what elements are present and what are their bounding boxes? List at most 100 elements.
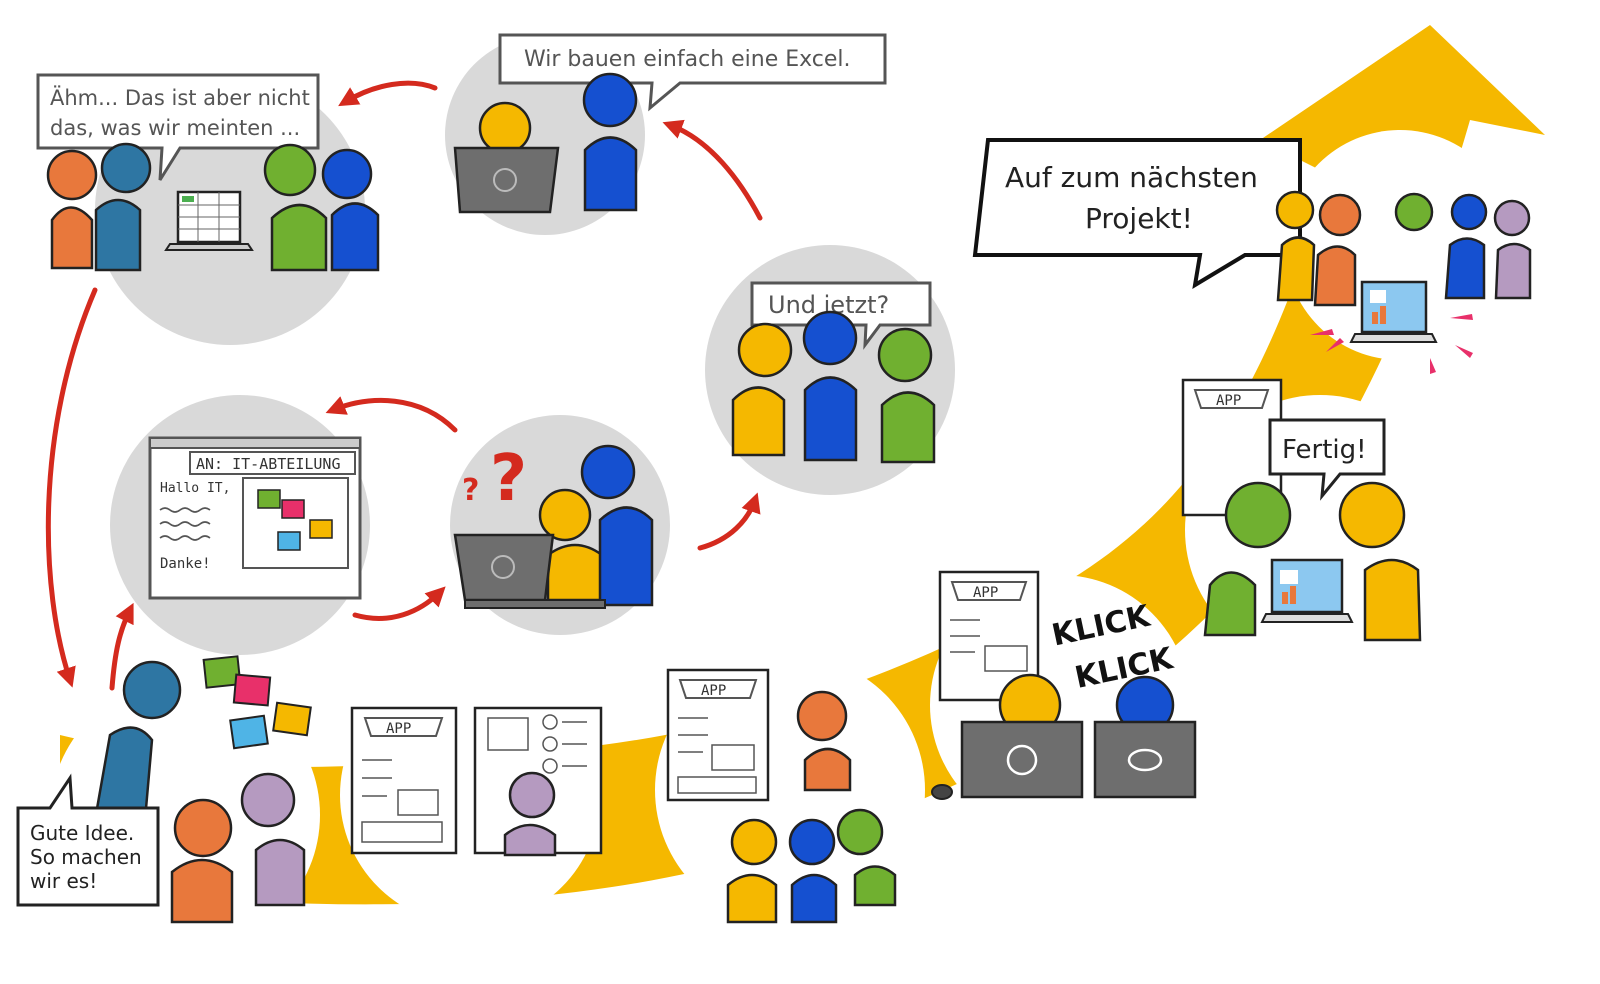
question-mark-large: ? xyxy=(490,442,527,516)
person-blue-body xyxy=(1444,237,1486,300)
person-yellow-head xyxy=(1338,481,1406,549)
speech-bubble-excel xyxy=(498,33,887,112)
speech-text-fertig: Fertig! xyxy=(1282,435,1367,465)
laptop-screen-dashboard xyxy=(1360,280,1428,334)
person-purple-head xyxy=(508,771,556,819)
person-purple-head xyxy=(240,772,296,828)
scene-laptop-question: ? ? xyxy=(453,442,654,609)
person-green-body xyxy=(270,203,328,272)
person-purple-head xyxy=(1493,199,1531,237)
speech-bubble-gute-idee xyxy=(16,773,160,907)
laptop-gray-left xyxy=(960,720,1084,799)
person-blue-head xyxy=(1450,193,1488,231)
flow-arrow-email-to-laptop xyxy=(352,586,446,621)
scene-celebration: Auf zum nächsten Projekt! xyxy=(972,138,1532,374)
speech-bubble-fertig xyxy=(1268,418,1386,501)
person-teal-head xyxy=(122,660,182,720)
speech-text-hm-line2: das, was wir meinten ... xyxy=(50,116,300,140)
computer-mouse xyxy=(931,784,953,800)
laptop-base xyxy=(1349,333,1438,343)
flow-arrow-confused-to-excel xyxy=(662,119,763,221)
person-yellow-head xyxy=(737,322,793,378)
person-blue-head xyxy=(582,72,638,128)
speech-text-hm-line1: Ähm... Das ist aber nicht xyxy=(50,85,310,110)
scene-confused: Und jetzt? xyxy=(731,281,936,464)
speech-text-gute-idee-line3: wir es! xyxy=(30,869,97,893)
person-green-head xyxy=(1394,192,1434,232)
person-blue-head xyxy=(321,148,373,200)
person-teal-head xyxy=(100,142,152,194)
laptop-gray xyxy=(453,146,560,214)
speech-text-excel: Wir bauen einfach eine Excel. xyxy=(524,47,851,72)
scene-excel-review: Ähm... Das ist aber nicht das, was wir m… xyxy=(36,73,380,272)
person-yellow-head xyxy=(478,101,532,155)
app-board-label: APP xyxy=(701,683,726,699)
laptop-gray-right xyxy=(1093,720,1197,799)
sticky-note-green xyxy=(202,655,242,689)
person-teal-body xyxy=(94,198,142,272)
person-purple-body xyxy=(1494,242,1532,300)
person-yellow-head xyxy=(538,488,592,542)
app-board-label: APP xyxy=(973,585,998,601)
speech-text-gute-idee-line1: Gute Idee. xyxy=(30,821,134,845)
laptop-gray xyxy=(453,533,555,602)
person-green-head xyxy=(836,808,884,856)
email-closing: Danke! xyxy=(160,556,211,572)
person-blue-body xyxy=(583,136,638,212)
person-green-body xyxy=(1203,571,1257,637)
person-purple-body xyxy=(503,823,557,857)
sticky-note-yellow xyxy=(272,701,312,737)
speech-text-naechstes-line1: Auf zum nächsten xyxy=(1005,161,1258,194)
person-blue-body xyxy=(803,376,858,462)
flow-arrow-laptop-to-email xyxy=(325,396,458,433)
sticky-note-blue xyxy=(229,714,269,750)
flow-arrow-down-left xyxy=(45,287,98,688)
sticky-note-pink xyxy=(232,673,272,707)
speech-bubble-hm xyxy=(36,73,320,181)
person-blue-body xyxy=(598,506,654,607)
person-blue-body xyxy=(790,873,838,924)
speech-text-gute-idee-line2: So machen xyxy=(30,845,142,869)
person-orange-body xyxy=(170,858,234,924)
person-orange-head xyxy=(1318,193,1362,237)
person-yellow-head xyxy=(730,818,778,866)
laptop-base xyxy=(164,243,254,251)
flow-arrow-excel-to-review xyxy=(338,80,438,107)
person-yellow-body xyxy=(1276,236,1316,302)
person-green-head xyxy=(877,327,933,383)
person-green-head xyxy=(1224,481,1292,549)
person-orange-head xyxy=(796,690,848,742)
celebration-sparks xyxy=(1310,314,1473,374)
scene-done: APP Fertig! xyxy=(1181,378,1422,642)
scene-app-concept: APP xyxy=(666,668,897,924)
person-orange-body xyxy=(803,747,852,792)
person-yellow-body xyxy=(546,543,604,602)
flow-arrow-kickoff-to-email xyxy=(109,602,134,691)
person-blue-body xyxy=(330,202,380,272)
email-greeting: Hallo IT, xyxy=(160,481,230,496)
person-green-head xyxy=(263,143,317,197)
scene-kickoff: Gute Idee. So machen wir es! xyxy=(16,655,312,924)
scene-email: AN: IT-ABTEILUNG Hallo IT, Danke! xyxy=(148,436,362,600)
person-green-body xyxy=(853,865,897,907)
laptop-base xyxy=(1260,613,1354,623)
person-yellow-body xyxy=(731,386,786,457)
person-blue-head xyxy=(802,310,858,366)
question-mark-small: ? xyxy=(462,473,479,508)
flow-arrow-laptop-to-confused xyxy=(697,492,761,551)
app-board-label: APP xyxy=(386,721,411,737)
laptop-screen-dashboard xyxy=(1270,558,1344,614)
scene-excel-idea: Wir bauen einfach eine Excel. xyxy=(453,33,887,214)
speech-bubble-naechstes xyxy=(972,138,1302,289)
person-teal-body xyxy=(93,726,154,822)
person-green-body xyxy=(880,391,936,464)
person-orange-body xyxy=(1313,245,1357,307)
person-blue-head xyxy=(788,818,836,866)
person-yellow-body xyxy=(726,873,778,924)
person-orange-head xyxy=(173,798,233,858)
person-blue-head xyxy=(580,444,636,500)
speech-text-naechstes-line2: Projekt! xyxy=(1085,202,1193,235)
app-board-label: APP xyxy=(1216,393,1241,409)
scene-boards: APP xyxy=(350,706,603,857)
